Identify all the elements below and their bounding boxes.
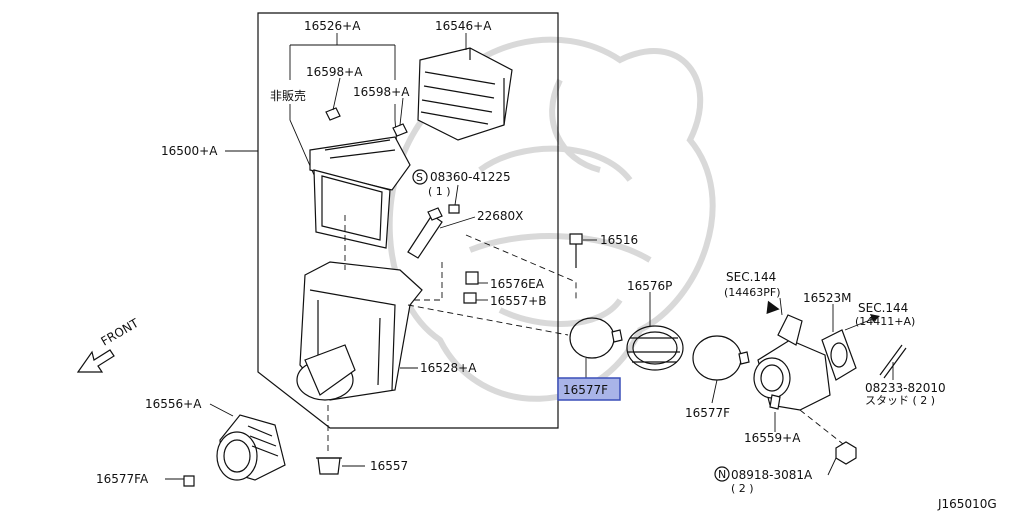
label-sec144-a-ref: (14463PF) xyxy=(724,286,781,299)
grommet-16557 xyxy=(316,457,365,475)
label-16546A: 16546+A xyxy=(435,19,492,33)
duct-16576P xyxy=(626,292,684,371)
diagram-code: J165010G xyxy=(937,497,997,511)
clips-16598A xyxy=(325,77,408,137)
stud-08233 xyxy=(879,344,907,380)
bolt-16516 xyxy=(569,233,597,268)
label-08918-3081A: 08918-3081A xyxy=(731,468,813,482)
clamp-16577F xyxy=(692,335,750,404)
label-08233-qty: スタッド ( 2 ) xyxy=(865,394,935,407)
label-16557B: 16557+B xyxy=(490,294,546,308)
nut-08918 xyxy=(827,441,857,476)
label-08360-qty: ( 1 ) xyxy=(428,185,451,198)
label-08918-qty: ( 2 ) xyxy=(731,482,754,495)
s-symbol-circle xyxy=(412,169,428,185)
s-symbol: S xyxy=(416,171,423,184)
bolt-and-mass-air-flow-sensor xyxy=(407,184,476,259)
label-sec144-b: SEC.144 xyxy=(858,301,908,315)
label-16576P: 16576P xyxy=(627,279,672,293)
label-16559A: 16559+A xyxy=(744,431,801,445)
gasket-16523M xyxy=(821,304,857,381)
n-symbol-circle xyxy=(714,466,730,482)
label-16577FA: 16577FA xyxy=(96,472,149,486)
air-cleaner-lower-case xyxy=(296,261,423,401)
label-22680X: 22680X xyxy=(477,209,523,223)
assembly-guides xyxy=(327,215,849,455)
label-16598A-2: 16598+A xyxy=(353,85,410,99)
air-inlet-16556A xyxy=(209,403,286,481)
label-16557: 16557 xyxy=(370,459,408,473)
label-sec144-b-ref: (14411+A) xyxy=(855,315,915,328)
clip-16577FA xyxy=(165,475,195,487)
label-16598A-1: 16598+A xyxy=(306,65,363,79)
throttle-chamber xyxy=(753,297,831,432)
label-sec144-a: SEC.144 xyxy=(726,270,776,284)
label-08360-41225: 08360-41225 xyxy=(430,170,511,184)
front-arrow xyxy=(76,349,115,373)
n-symbol: N xyxy=(718,468,726,481)
air-cleaner-upper-cover xyxy=(309,136,411,249)
label-16576EA: 16576EA xyxy=(490,277,545,291)
highlight-box-16577F xyxy=(557,377,621,401)
label-16556A: 16556+A xyxy=(145,397,202,411)
label-08233-82010: 08233-82010 xyxy=(865,381,946,395)
label-16523M: 16523M xyxy=(803,291,852,305)
air-filter-element xyxy=(417,33,513,141)
label-16516: 16516 xyxy=(600,233,638,247)
assembly-frame xyxy=(257,12,559,429)
clamp-16577F-highlighted xyxy=(569,317,623,378)
label-front: FRONT xyxy=(99,316,142,349)
label-not-for-sale: 非販売 xyxy=(270,88,306,103)
label-16577F: 16577F xyxy=(685,406,730,420)
grommets xyxy=(463,271,488,304)
label-16528A: 16528+A xyxy=(420,361,477,375)
sec144-arrow xyxy=(844,314,880,331)
label-16526A: 16526+A xyxy=(304,19,361,33)
label-16500A: 16500+A xyxy=(161,144,218,158)
label-16577F-highlighted: 16577F xyxy=(563,383,608,397)
